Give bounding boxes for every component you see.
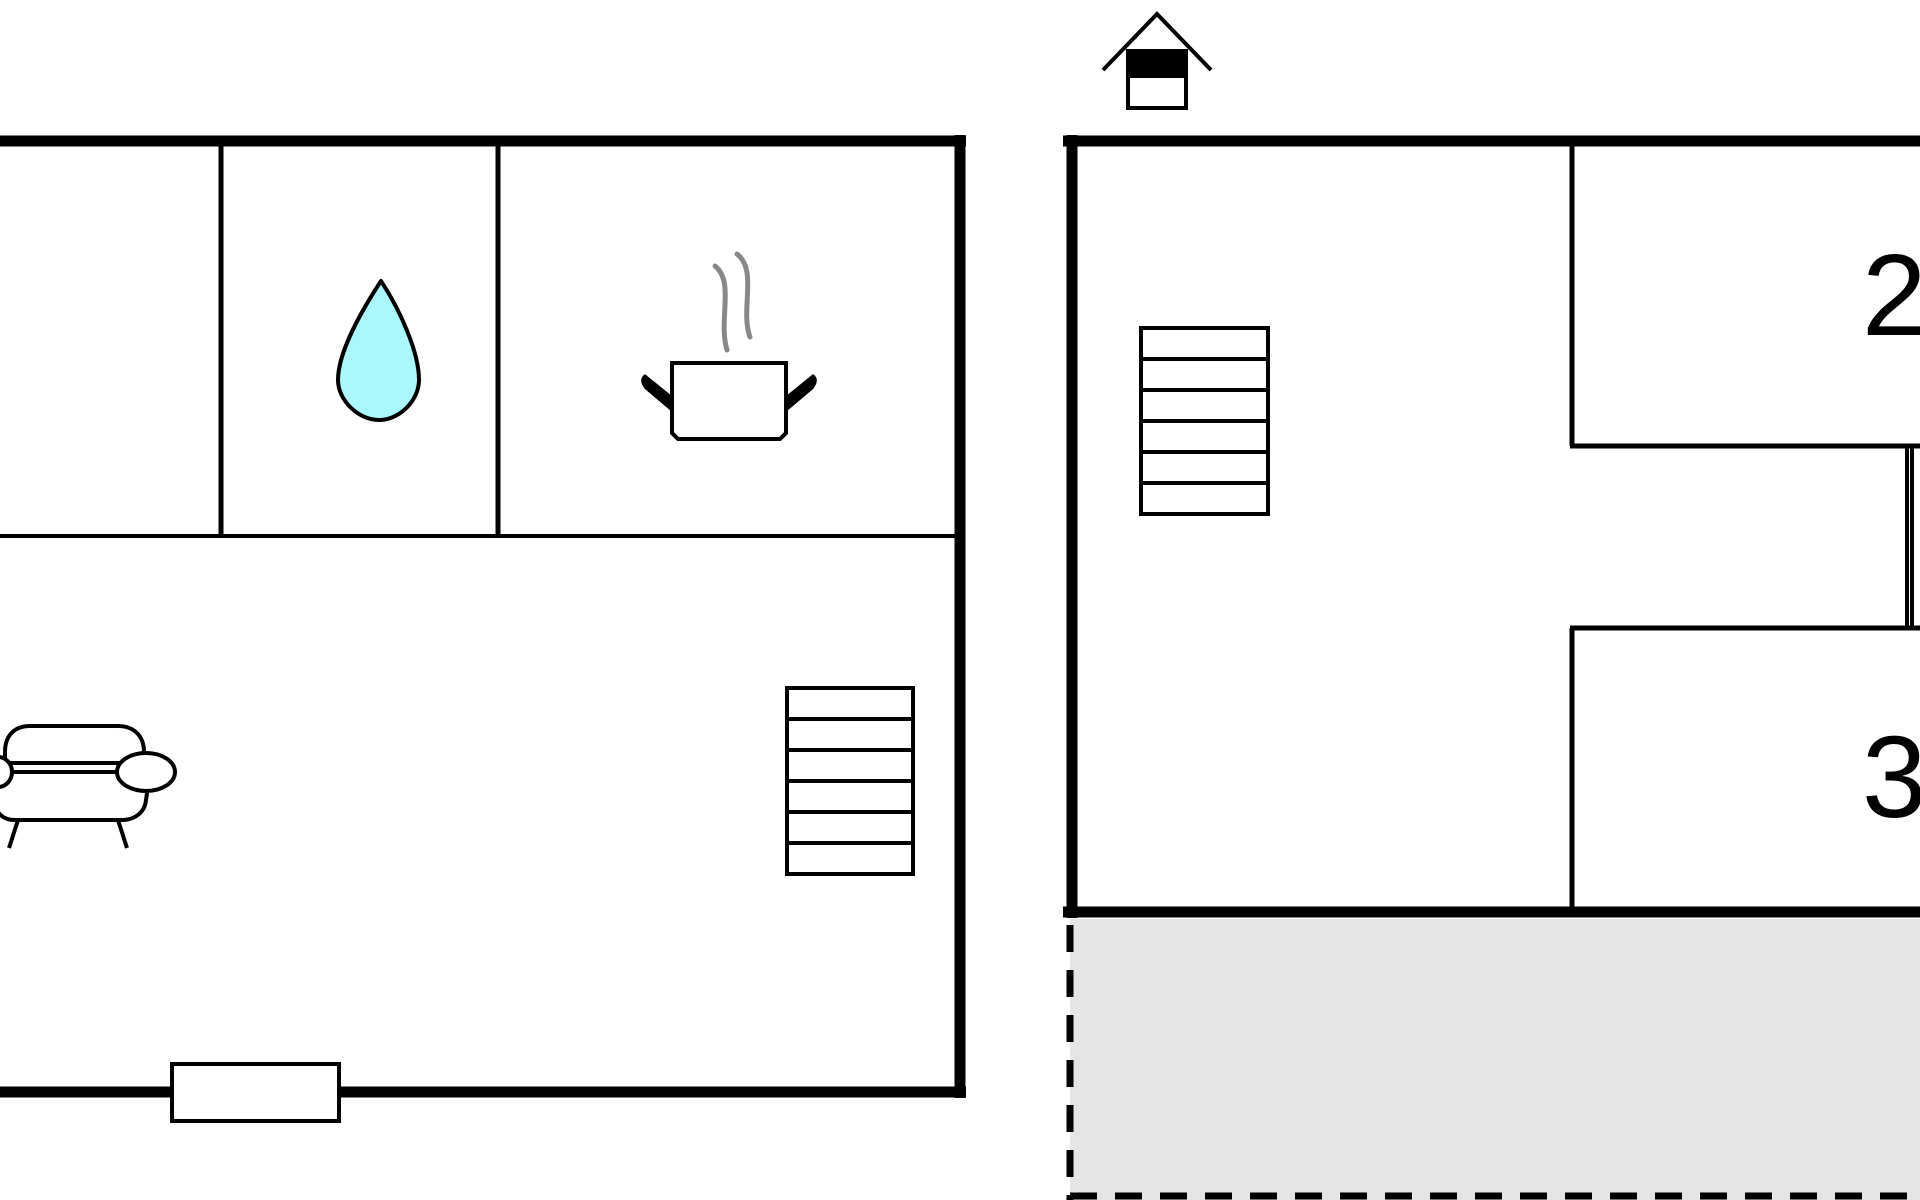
sofa-seat (0, 770, 153, 822)
water-drop-icon (336, 279, 421, 422)
entrance-door-icon (170, 1062, 341, 1123)
sofa-armrest-right (115, 751, 177, 793)
steam-icon (734, 251, 753, 340)
cooking-pot-icon (641, 251, 817, 441)
sofa-back (2, 724, 146, 765)
sofa-leg (116, 819, 129, 849)
house-entrance-icon (1101, 11, 1213, 110)
pot-handle-left (641, 374, 674, 414)
sofa-icon (0, 724, 177, 849)
staircase-icon (785, 686, 915, 876)
terrace-area (1070, 919, 1920, 1200)
house-band (1128, 51, 1186, 78)
ground-floor-plan (0, 135, 966, 1123)
pot-handle-right (784, 374, 817, 414)
room-number-2: 2 (1862, 230, 1920, 360)
pot-body (670, 361, 788, 441)
sofa-armrest-left (0, 755, 14, 789)
house-roof (1101, 11, 1213, 72)
steam-icon (712, 263, 730, 353)
staircase-icon (1139, 326, 1270, 516)
room-number-3: 3 (1862, 712, 1920, 842)
upper-floor-plan: 2 3 (1063, 11, 1920, 1200)
sofa-leg (7, 819, 20, 849)
